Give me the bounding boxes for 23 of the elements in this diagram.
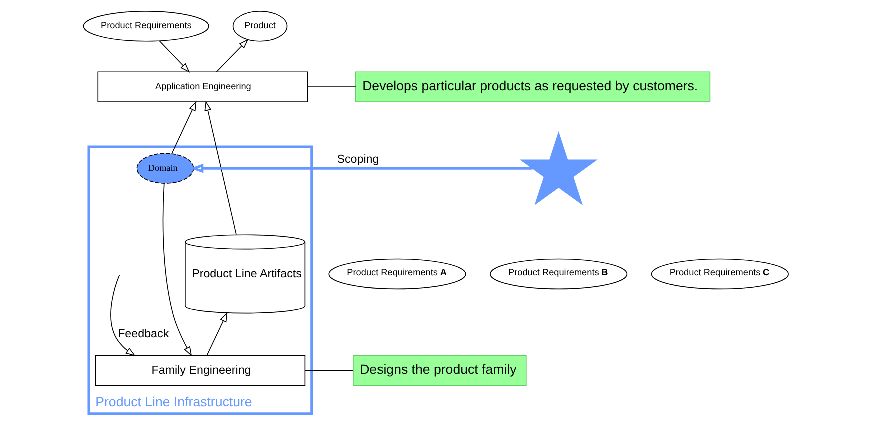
node-ellipse: Product Requirements C <box>651 258 789 290</box>
arrow <box>206 312 228 356</box>
node-ellipse: Domain <box>136 153 194 184</box>
edge-label: Feedback <box>118 328 170 341</box>
arrow <box>162 183 192 357</box>
arrow <box>190 164 533 174</box>
connector <box>305 370 354 372</box>
node-box: Family Engineering <box>95 355 306 386</box>
edge-label: Scoping <box>337 152 380 166</box>
node-box: Develops particular products as requested by customers. <box>356 72 711 102</box>
arrow <box>159 40 190 73</box>
node-box: Application Engineering <box>98 72 308 102</box>
node-ellipse: Product Requirements A <box>328 258 466 290</box>
node-star <box>520 132 598 206</box>
arrow <box>172 101 197 154</box>
node-ellipse: Product <box>232 11 288 42</box>
arrow <box>216 39 249 72</box>
arrow <box>204 100 237 236</box>
node-box: Designs the product family <box>353 355 527 386</box>
arrow <box>110 274 136 356</box>
node-ellipse: Product Requirements <box>83 11 210 42</box>
node-ellipse: Product Requirements B <box>490 258 628 290</box>
connector <box>307 86 356 88</box>
